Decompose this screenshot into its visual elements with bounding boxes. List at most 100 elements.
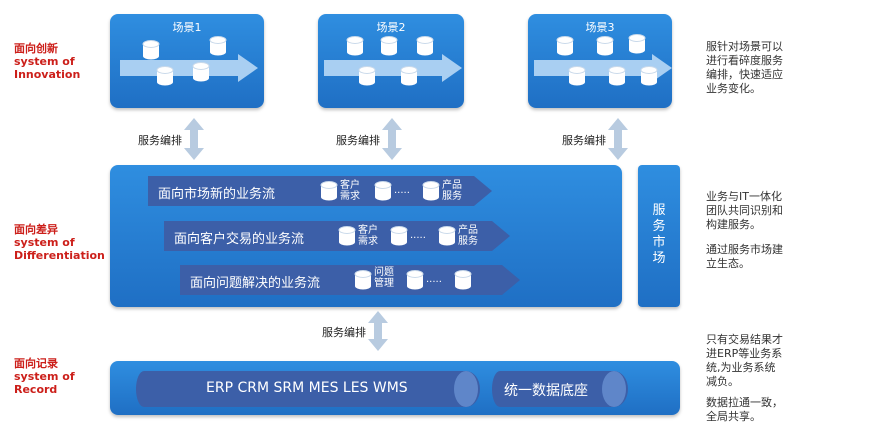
record-card: ERP CRM SRM MES LES WMS 统一数据底座 xyxy=(110,361,680,415)
note-line: 业务变化。 xyxy=(706,82,761,95)
market-char: 务 xyxy=(652,219,666,234)
database-icon xyxy=(406,270,424,290)
database-icon xyxy=(556,36,574,56)
layer-cn: 面向记录 xyxy=(14,357,58,370)
flow-item-line: 服务 xyxy=(442,191,462,202)
differentiation-layer-label: 面向差异 system of Differentiation xyxy=(14,223,105,262)
note-line: 通过服务市场建 xyxy=(706,243,783,256)
flow-item-line: 问题 xyxy=(374,267,394,278)
database-icon xyxy=(608,66,626,86)
layer-en: system of xyxy=(14,370,75,383)
orchestration-label: 服务编排 xyxy=(322,326,366,339)
bidirectional-arrow-icon xyxy=(184,118,204,160)
flow-item-line: 服务 xyxy=(458,236,478,247)
record-note: 只有交易结果才 进ERP等业务系 统,为业务系统 减负。 xyxy=(706,333,783,389)
flow-band-transaction: 面向客户交易的业务流 客户需求 ..... 产品服务 xyxy=(164,221,510,251)
flow-item-label: 客户需求 xyxy=(340,180,360,202)
flow-band-market: 面向市场新的业务流 客户需求 ..... 产品服务 xyxy=(148,176,492,206)
database-icon xyxy=(454,270,472,290)
flow-item-line: 需求 xyxy=(340,191,360,202)
note-line: 服针对场景可以 xyxy=(706,40,783,53)
service-market-box: 服 务 市 场 xyxy=(638,165,680,307)
innovation-layer-label: 面向创新 system of Innovation xyxy=(14,42,80,81)
scene-title: 场景3 xyxy=(585,21,615,34)
ellipsis: ..... xyxy=(426,274,442,285)
differentiation-note: 业务与IT一体化 团队共同识别和 构建服务。 xyxy=(706,190,783,232)
ellipsis: ..... xyxy=(410,230,426,241)
ellipsis: ..... xyxy=(394,185,410,196)
flow-band-problem: 面向问题解决的业务流 问题管理 ..... xyxy=(180,265,520,295)
note-line: 进行看碎度服务 xyxy=(706,54,783,67)
database-icon xyxy=(438,226,456,246)
record-note-2: 数据拉通一致， 全局共享。 xyxy=(706,396,783,424)
layer-en: Record xyxy=(14,383,58,396)
flow-item-line: 客户 xyxy=(358,225,378,236)
layer-cn: 面向创新 xyxy=(14,42,58,55)
note-line: 构建服务。 xyxy=(706,218,761,231)
database-icon xyxy=(400,66,418,86)
systems-label: ERP CRM SRM MES LES WMS xyxy=(206,380,408,396)
record-layer-label: 面向记录 system of Record xyxy=(14,357,75,396)
flow-item-line: 管理 xyxy=(374,278,394,289)
scene-card-3: 场景3 xyxy=(528,14,672,108)
database-icon xyxy=(640,66,658,86)
systems-cylinder xyxy=(136,371,480,407)
database-icon xyxy=(354,270,372,290)
database-icon xyxy=(338,226,356,246)
database-icon xyxy=(596,36,614,56)
layer-en: system of xyxy=(14,236,75,249)
scene-title: 场景2 xyxy=(376,21,406,34)
service-market-label: 服 务 市 场 xyxy=(638,203,680,267)
data-platform-cylinder xyxy=(492,371,628,407)
scene-card-1: 场景1 xyxy=(110,14,264,108)
database-icon xyxy=(358,66,376,86)
note-line: 业务与IT一体化 xyxy=(706,190,782,203)
note-line: 进ERP等业务系 xyxy=(706,347,783,360)
layer-en: Differentiation xyxy=(14,249,105,262)
note-line: 立生态。 xyxy=(706,257,750,270)
note-line: 团队共同识别和 xyxy=(706,204,783,217)
flow-title: 面向问题解决的业务流 xyxy=(190,276,321,291)
note-line: 统,为业务系统 xyxy=(706,361,776,374)
flow-item-label: 问题管理 xyxy=(374,267,394,289)
flow-item-label: 产品服务 xyxy=(458,225,478,247)
market-char: 市 xyxy=(652,235,666,250)
database-icon xyxy=(209,36,227,56)
bidirectional-arrow-icon xyxy=(608,118,628,160)
database-icon xyxy=(142,40,160,60)
flow-item-label: 产品服务 xyxy=(442,180,462,202)
differentiation-note-2: 通过服务市场建 立生态。 xyxy=(706,243,783,271)
database-icon xyxy=(568,66,586,86)
data-platform-label: 统一数据底座 xyxy=(504,383,588,399)
scene-card-2: 场景2 xyxy=(318,14,464,108)
database-icon xyxy=(346,36,364,56)
flow-arrow-icon xyxy=(324,54,462,82)
flow-item-line: 需求 xyxy=(358,236,378,247)
flow-item-line: 产品 xyxy=(442,180,462,191)
database-icon xyxy=(390,226,408,246)
flow-arrow-icon xyxy=(534,54,672,82)
note-line: 数据拉通一致， xyxy=(706,396,783,409)
bidirectional-arrow-icon xyxy=(382,118,402,160)
note-line: 减负。 xyxy=(706,375,739,388)
innovation-note: 服针对场景可以 进行看碎度服务 编排，快速适应 业务变化。 xyxy=(706,40,783,96)
database-icon xyxy=(422,181,440,201)
bidirectional-arrow-icon xyxy=(368,311,388,351)
market-char: 场 xyxy=(652,251,666,266)
database-icon xyxy=(320,181,338,201)
flow-title: 面向市场新的业务流 xyxy=(158,187,276,202)
database-icon xyxy=(156,66,174,86)
layer-en: Innovation xyxy=(14,68,81,81)
layer-en: system of xyxy=(14,55,75,68)
note-line: 全局共享。 xyxy=(706,410,761,423)
flow-item-line: 产品 xyxy=(458,225,478,236)
note-line: 编排，快速适应 xyxy=(706,68,783,81)
scene-title: 场景1 xyxy=(172,21,202,34)
orchestration-label: 服务编排 xyxy=(138,134,182,147)
database-icon xyxy=(628,34,646,54)
database-icon xyxy=(192,62,210,82)
note-line: 只有交易结果才 xyxy=(706,333,783,346)
database-icon xyxy=(374,181,392,201)
flow-arrow-icon xyxy=(120,54,258,82)
database-icon xyxy=(416,36,434,56)
